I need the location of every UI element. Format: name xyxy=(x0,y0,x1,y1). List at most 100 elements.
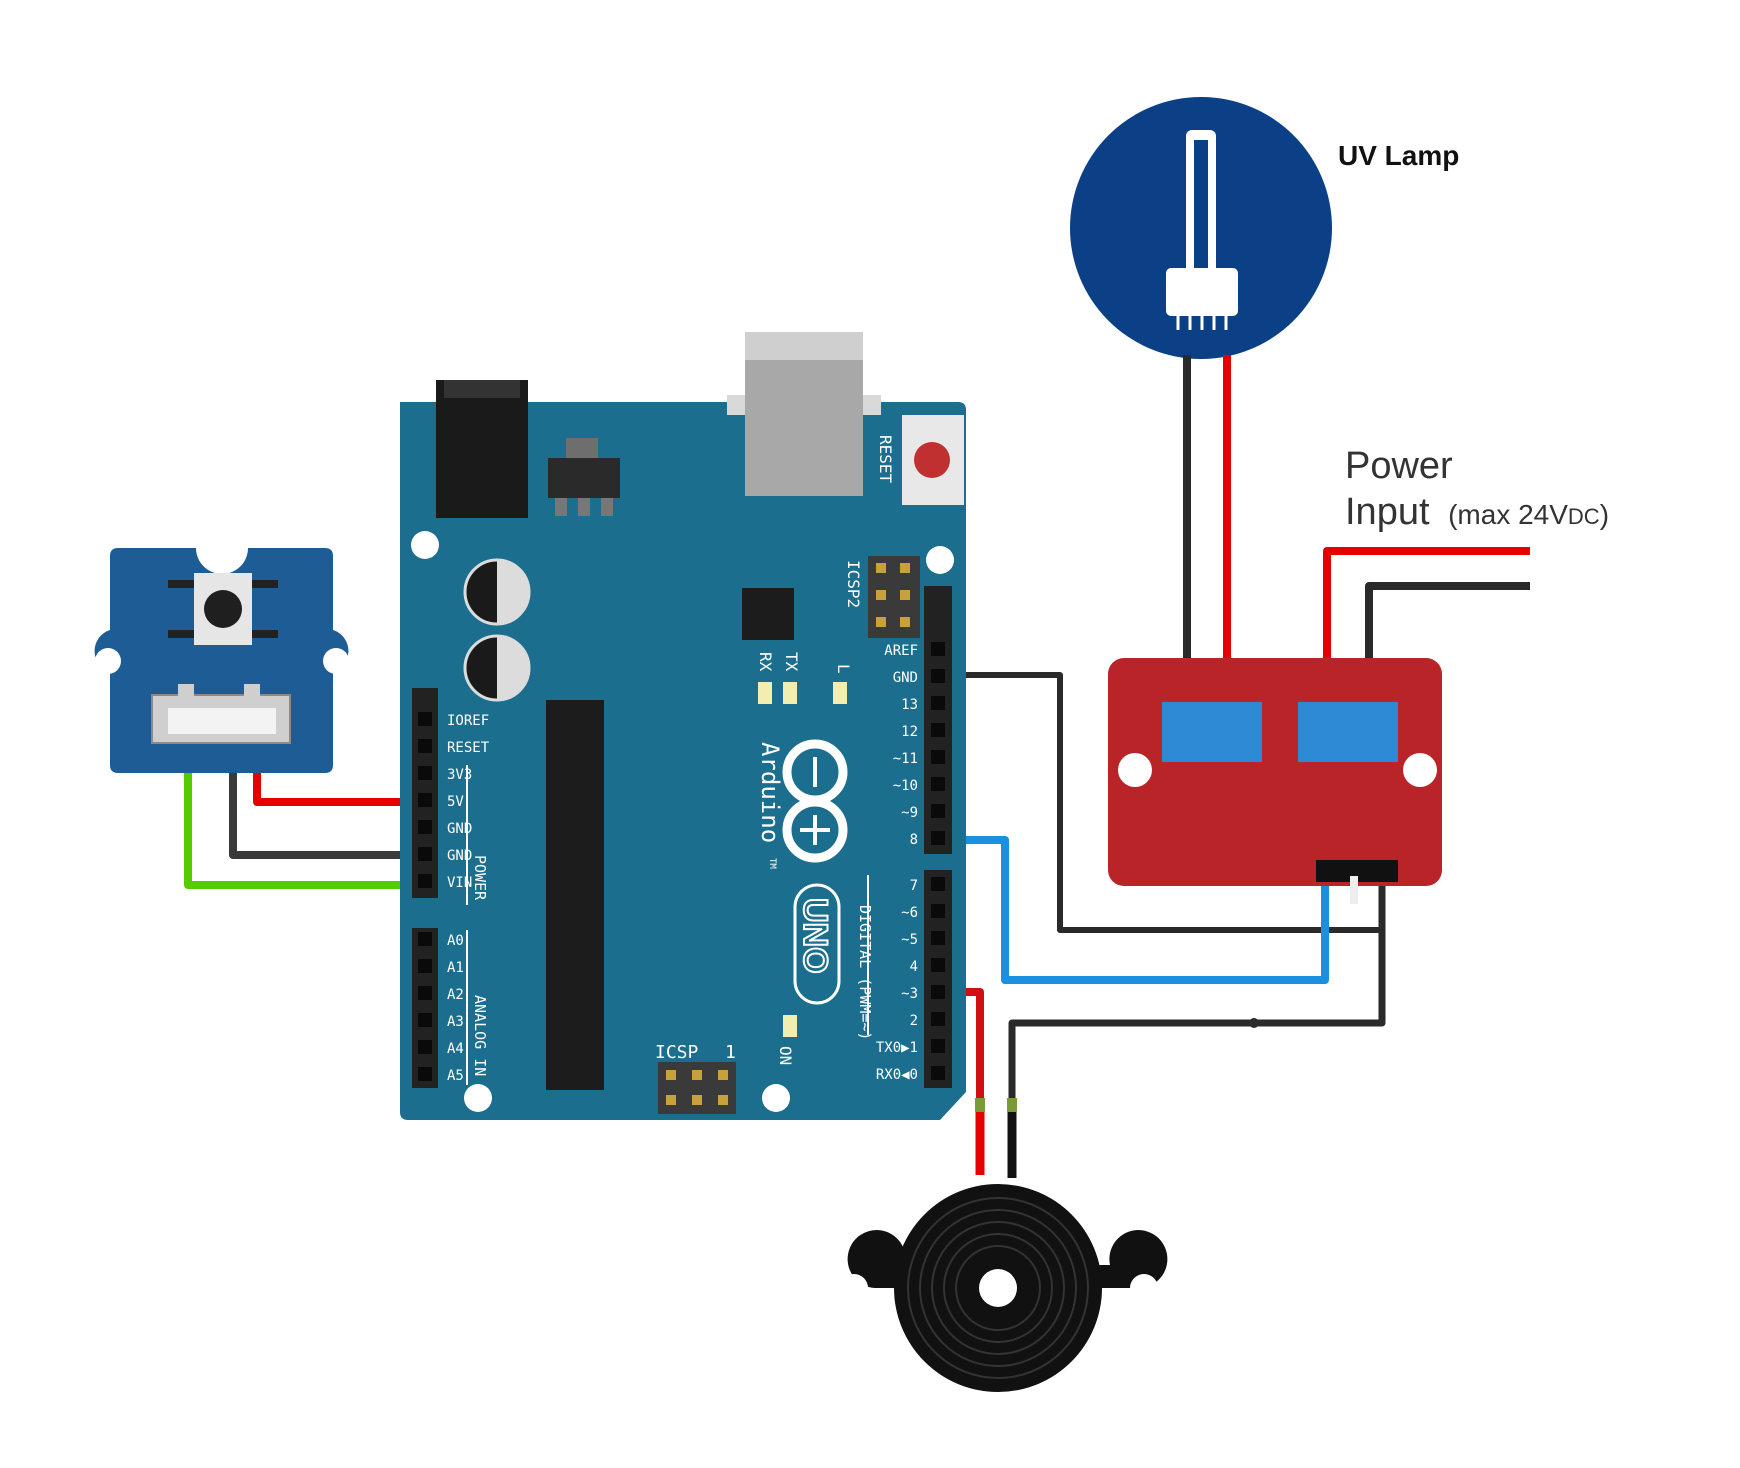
header-socket xyxy=(931,1039,945,1053)
header-socket xyxy=(931,904,945,918)
header-socket xyxy=(931,877,945,891)
l-label: L xyxy=(834,664,853,674)
pin-label: RX0◀0 xyxy=(876,1067,918,1083)
on-label: ON xyxy=(776,1046,795,1065)
pin-label: ~3 xyxy=(901,986,918,1002)
header-socket xyxy=(418,793,432,807)
header-socket xyxy=(931,1012,945,1026)
capacitor xyxy=(463,558,531,626)
relay-window xyxy=(1298,702,1398,762)
power-input-label-line2: Input (max 24VDC) xyxy=(1345,491,1609,533)
header-socket xyxy=(931,696,945,710)
analog-header xyxy=(412,928,438,1088)
usb-connector-top xyxy=(745,332,863,360)
wire-power-red xyxy=(1323,547,1530,660)
header-socket xyxy=(418,712,432,726)
pin-label: RESET xyxy=(447,740,490,756)
header-socket xyxy=(931,804,945,818)
relay-module xyxy=(1108,658,1442,904)
digital-group-label: DIGITAL (PWM=~) xyxy=(856,905,874,1040)
header-socket xyxy=(931,669,945,683)
pin-label: A4 xyxy=(447,1041,464,1057)
uv-lamp-base xyxy=(1166,268,1238,316)
arduino-logo xyxy=(782,739,848,863)
pin-label: 2 xyxy=(910,1013,918,1029)
uno-label: UNO xyxy=(796,898,834,974)
buzzer xyxy=(840,1184,1168,1392)
header-socket xyxy=(418,739,432,753)
pin-label: A3 xyxy=(447,1014,464,1030)
reset-button-cap xyxy=(914,442,950,478)
relay-hole xyxy=(1403,753,1437,787)
pin-label: IOREF xyxy=(447,713,489,729)
relay-hole xyxy=(1118,753,1152,787)
solder-red xyxy=(975,1098,985,1112)
relay-board xyxy=(1108,658,1442,886)
relay-signal-header xyxy=(1316,860,1398,882)
header-socket xyxy=(418,1013,432,1027)
capacitor xyxy=(463,634,531,702)
analog-group-label: ANALOG IN xyxy=(471,995,489,1076)
icsp-pin1-label: 1 xyxy=(725,1042,736,1063)
tx-label: TX xyxy=(782,652,801,672)
pin-label: TX0▶1 xyxy=(876,1040,918,1056)
digital-header-bottom xyxy=(924,870,952,1088)
pin-label: ~11 xyxy=(893,751,918,767)
mount-hole xyxy=(762,1084,790,1112)
dc-power-jack xyxy=(436,380,528,518)
mount-hole xyxy=(464,1084,492,1112)
pin-label: ~5 xyxy=(901,932,918,948)
header-socket xyxy=(418,986,432,1000)
rx-led xyxy=(758,682,772,704)
pin-label: A0 xyxy=(447,933,464,949)
pin-label: ~9 xyxy=(901,805,918,821)
uno-badge xyxy=(793,883,841,1005)
usb-chip xyxy=(742,588,794,640)
relay-window xyxy=(1162,702,1262,762)
pin-label: 7 xyxy=(910,878,918,894)
arduino-trademark: TM xyxy=(767,858,777,869)
wire-relay-signal-d8 xyxy=(942,836,1329,984)
header-socket xyxy=(418,1040,432,1054)
icsp2-header xyxy=(868,556,920,638)
arduino-brand: Arduino xyxy=(756,742,784,843)
power-group-label: POWER xyxy=(471,855,489,901)
wire-power-black xyxy=(1365,582,1530,660)
header-socket xyxy=(418,932,432,946)
voltage-regulator xyxy=(548,458,620,498)
arduino-uno: RESET ICSP2 TX RX L ON xyxy=(400,332,966,1120)
pin-label: 13 xyxy=(901,697,918,713)
l-led xyxy=(833,682,847,704)
header-socket xyxy=(931,723,945,737)
tactile-switch-cap xyxy=(204,590,242,628)
pin-label: 3V3 xyxy=(447,767,472,783)
header-socket xyxy=(418,820,432,834)
header-socket xyxy=(418,959,432,973)
wire-junction xyxy=(1249,1018,1259,1028)
uv-lamp-pins xyxy=(1176,316,1228,330)
pin-label: A5 xyxy=(447,1068,464,1084)
mount-hole xyxy=(411,531,439,559)
on-led xyxy=(783,1015,797,1037)
pin-label: 12 xyxy=(901,724,918,740)
tx-led xyxy=(783,682,797,704)
pin-label: A1 xyxy=(447,960,464,976)
header-socket xyxy=(931,931,945,945)
pin-label: GND xyxy=(447,848,472,864)
pin-label: VIN xyxy=(447,875,472,891)
uv-lamp-label: UV Lamp xyxy=(1338,140,1459,171)
header-socket xyxy=(931,1066,945,1080)
solder-black xyxy=(1007,1098,1017,1112)
uv-lamp-tube-gap xyxy=(1194,140,1208,272)
header-socket xyxy=(931,750,945,764)
header-socket xyxy=(418,1067,432,1081)
header-socket xyxy=(418,874,432,888)
pin-label: 8 xyxy=(910,832,918,848)
icsp-header xyxy=(658,1062,736,1114)
pin-label: 5V xyxy=(447,794,464,810)
power-input-label-line1: Power xyxy=(1345,445,1453,487)
buzzer-hole xyxy=(979,1269,1017,1307)
